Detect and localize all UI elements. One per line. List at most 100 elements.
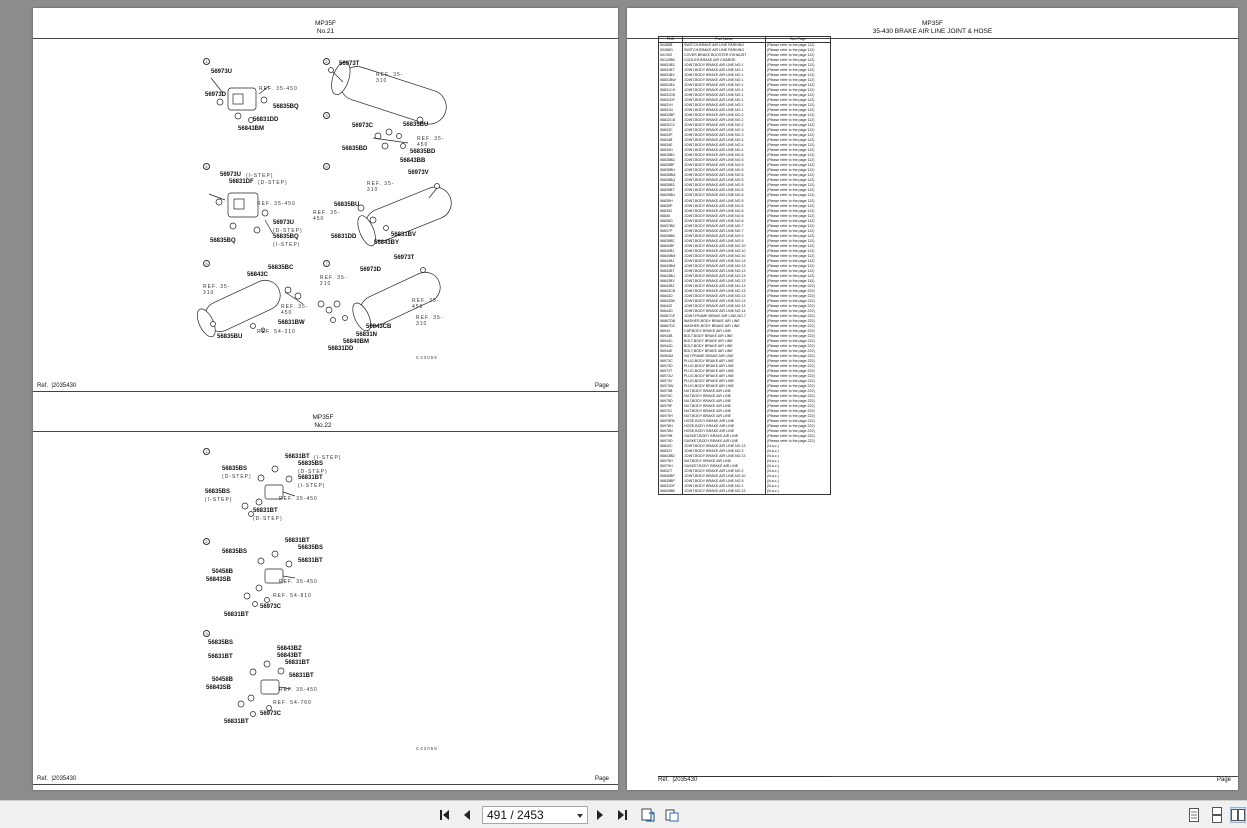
cell-see-page[interactable]: (Please refer to the page 112) xyxy=(767,183,815,188)
part-callout[interactable]: 56843BY xyxy=(374,240,400,246)
part-callout[interactable]: 56840BM xyxy=(343,339,370,345)
first-page-icon[interactable] xyxy=(437,807,453,823)
part-callout[interactable]: 56973T xyxy=(339,61,360,67)
part-callout[interactable]: 56835BQ xyxy=(273,104,299,110)
cell-see-page[interactable]: (Please refer to the page 112) xyxy=(767,173,815,178)
cell-see-page[interactable]: (Please refer to the page 112) xyxy=(767,163,815,168)
part-callout[interactable]: 56831BT xyxy=(285,454,310,460)
cell-see-page[interactable]: (Please refer to the page 222) xyxy=(767,338,815,343)
cell-see-page[interactable]: (Please refer to the page 222) xyxy=(767,409,815,414)
cell-see-page[interactable]: (Please refer to the page 112) xyxy=(767,253,815,258)
part-callout[interactable]: 56973C xyxy=(352,123,374,129)
part-callout[interactable]: 56831BT xyxy=(224,612,249,618)
part-callout[interactable]: 56835BD xyxy=(342,146,368,152)
cell-see-page[interactable]: (Please refer to the page 112) xyxy=(767,78,815,83)
part-callout[interactable]: 56973V xyxy=(408,170,429,176)
part-callout[interactable]: 56973U xyxy=(220,172,242,178)
part-callout[interactable]: 56831BW xyxy=(278,320,305,326)
cell-see-page[interactable]: (Please refer to the page 112) xyxy=(767,238,815,243)
cell-see-page[interactable]: (Please refer to the page 112) xyxy=(767,258,815,263)
part-callout[interactable]: 56843SB xyxy=(206,685,232,691)
cell-see-page[interactable]: (Please refer to the page 222) xyxy=(767,303,815,308)
part-callout[interactable]: 56973D xyxy=(360,267,382,273)
part-callout[interactable]: 56831N xyxy=(356,332,378,338)
cell-see-page[interactable]: (Please refer to the page 222) xyxy=(767,353,815,358)
part-callout[interactable]: 50458B xyxy=(212,569,234,575)
part-callout[interactable]: 56835BD xyxy=(410,149,436,155)
part-callout[interactable]: 56835BS xyxy=(298,545,324,551)
part-callout[interactable]: 56835BS xyxy=(298,461,324,467)
cell-see-page[interactable]: (Please refer to the page 112) xyxy=(767,58,815,63)
part-callout[interactable]: 56835BU xyxy=(217,334,243,340)
cell-see-page[interactable]: (Please refer to the page 112) xyxy=(767,48,815,53)
cell-see-page[interactable]: (Please refer to the page 112) xyxy=(767,68,815,73)
part-callout[interactable]: 56843SB xyxy=(206,577,232,583)
cell-see-page[interactable]: (Please refer to the page 112) xyxy=(767,218,815,223)
cell-see-page[interactable]: (Please refer to the page 222) xyxy=(767,333,815,338)
cell-see-page[interactable]: (Please refer to the page 222) xyxy=(767,389,815,394)
part-callout[interactable]: 56973T xyxy=(394,255,415,261)
cell-see-page[interactable]: (N.a.c.) xyxy=(767,459,779,464)
part-callout[interactable]: 56831DD xyxy=(328,346,354,352)
cell-see-page[interactable]: (N.a.c.) xyxy=(767,489,779,494)
cell-see-page[interactable]: (Please refer to the page 112) xyxy=(767,143,815,148)
part-callout[interactable]: 56835BU xyxy=(334,202,360,208)
cell-see-page[interactable]: (Please refer to the page 112) xyxy=(767,123,815,128)
part-callout[interactable]: 56831BT xyxy=(289,673,314,679)
next-page-icon[interactable] xyxy=(592,807,608,823)
part-callout[interactable]: 56831BT xyxy=(224,719,249,725)
cell-see-page[interactable]: (Please refer to the page 222) xyxy=(767,404,815,409)
cell-see-page[interactable]: (Please refer to the page 222) xyxy=(767,293,815,298)
cell-see-page[interactable]: (Please refer to the page 112) xyxy=(767,43,815,48)
cell-see-page[interactable]: (Please refer to the page 222) xyxy=(767,424,815,429)
cell-see-page[interactable]: (Please refer to the page 112) xyxy=(767,248,815,253)
two-page-icon[interactable] xyxy=(1230,807,1246,823)
cell-see-page[interactable]: (Please refer to the page 222) xyxy=(767,359,815,363)
cell-see-page[interactable]: (Please refer to the page 222) xyxy=(767,348,815,353)
cell-see-page[interactable]: (Please refer to the page 112) xyxy=(767,118,815,123)
cell-see-page[interactable]: (Please refer to the page 112) xyxy=(767,178,815,183)
cell-see-page[interactable]: (Please refer to the page 222) xyxy=(767,298,815,303)
cell-see-page[interactable]: (Please refer to the page 112) xyxy=(767,63,815,68)
cell-see-page[interactable]: (Please refer to the page 112) xyxy=(767,73,815,78)
cell-see-page[interactable]: (Please refer to the page 112) xyxy=(767,153,815,158)
cell-see-page[interactable]: (Please refer to the page 222) xyxy=(767,288,815,293)
part-callout[interactable]: 56835BS xyxy=(208,640,234,646)
part-callout[interactable]: 56973U xyxy=(211,69,233,75)
part-callout[interactable]: 56831BT xyxy=(298,558,323,564)
continuous-icon[interactable] xyxy=(1209,807,1225,823)
cell-see-page[interactable]: (Please refer to the page 112) xyxy=(767,233,815,238)
cell-see-page[interactable]: (Please refer to the page 222) xyxy=(767,379,815,384)
cell-see-page[interactable]: (Please refer to the page 222) xyxy=(767,328,815,333)
cell-see-page[interactable]: (Please refer to the page 112) xyxy=(767,263,815,268)
part-callout[interactable]: 56835BQ xyxy=(273,234,299,240)
cell-see-page[interactable]: (Please refer to the page 222) xyxy=(767,434,815,439)
cell-see-page[interactable]: (Please refer to the page 112) xyxy=(767,98,815,103)
cell-see-page[interactable]: (N.a.c.) xyxy=(767,479,779,484)
cell-see-page[interactable]: (Please refer to the page 222) xyxy=(767,399,815,404)
part-callout[interactable]: 56831BT xyxy=(285,538,310,544)
part-callout[interactable]: 56831BV xyxy=(391,232,417,238)
cell-see-page[interactable]: (Please refer to the page 112) xyxy=(767,88,815,93)
page-number-select[interactable]: 491 / 2453 xyxy=(482,806,588,824)
cell-see-page[interactable]: (Please refer to the page 112) xyxy=(767,223,815,228)
part-callout[interactable]: 56831BT xyxy=(253,508,278,514)
part-callout[interactable]: 56831BT xyxy=(208,654,233,660)
cell-see-page[interactable]: (N.a.c.) xyxy=(767,454,779,459)
cell-see-page[interactable]: (Please refer to the page 112) xyxy=(767,158,815,163)
cell-see-page[interactable]: (Please refer to the page 112) xyxy=(767,93,815,98)
cell-see-page[interactable]: (Please refer to the page 222) xyxy=(767,374,815,379)
cell-see-page[interactable]: (Please refer to the page 112) xyxy=(767,53,815,58)
last-page-icon[interactable] xyxy=(614,807,630,823)
cell-see-page[interactable]: (Please refer to the page 222) xyxy=(767,313,815,318)
part-callout[interactable]: 56835BQ xyxy=(210,238,236,244)
fit-page-icon[interactable] xyxy=(640,807,656,823)
cell-see-page[interactable]: (Please refer to the page 222) xyxy=(767,343,815,348)
part-callout[interactable]: 56835BU xyxy=(403,122,429,128)
cell-see-page[interactable]: (Please refer to the page 112) xyxy=(767,83,815,88)
cell-see-page[interactable]: (Please refer to the page 222) xyxy=(767,384,815,389)
cell-see-page[interactable]: (Please refer to the page 112) xyxy=(767,113,815,118)
cell-see-page[interactable]: (Please refer to the page 112) xyxy=(767,193,815,198)
part-callout[interactable]: 56843BM xyxy=(238,126,265,132)
cell-see-page[interactable]: (Please refer to the page 112) xyxy=(767,273,815,278)
